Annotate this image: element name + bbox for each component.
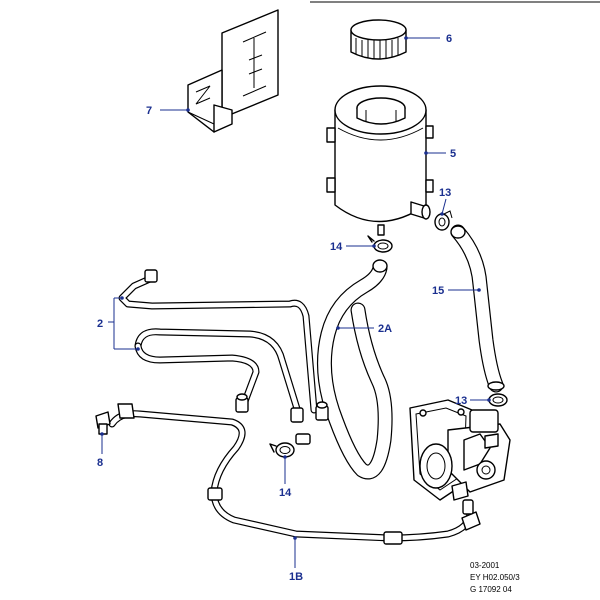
- callout-7: 7: [146, 105, 190, 117]
- hose-clip-lower-part[interactable]: [488, 393, 508, 407]
- banjo-bolt-part[interactable]: [95, 411, 111, 435]
- callout-13-upper: 13: [439, 187, 451, 216]
- hose-clip-14-upper-part[interactable]: [367, 235, 393, 253]
- svg-text:8: 8: [97, 457, 103, 469]
- reservoir-bracket-part[interactable]: [187, 9, 279, 133]
- svg-text:15: 15: [432, 285, 444, 297]
- svg-text:7: 7: [146, 105, 152, 117]
- callout-5: 5: [424, 148, 456, 160]
- svg-text:6: 6: [446, 33, 452, 45]
- svg-text:2: 2: [97, 318, 103, 330]
- svg-text:13: 13: [455, 395, 467, 407]
- reference-figure: G 17092 04: [470, 585, 512, 594]
- svg-text:14: 14: [330, 241, 343, 253]
- hose-clip-14-lower-part[interactable]: [269, 433, 311, 458]
- return-hose-part[interactable]: [450, 224, 505, 393]
- pressure-pipe-assembly-part[interactable]: [118, 269, 329, 423]
- supply-hose-part[interactable]: [316, 259, 393, 480]
- power-steering-pump-part[interactable]: [409, 399, 511, 501]
- svg-text:13: 13: [439, 187, 451, 199]
- svg-text:5: 5: [450, 148, 456, 160]
- high-pressure-hose-part[interactable]: [108, 403, 481, 545]
- callout-2A: 2A: [336, 323, 392, 335]
- callout-1B: 1B: [289, 536, 303, 583]
- callout-13-lower: 13: [455, 395, 491, 407]
- svg-text:1B: 1B: [289, 571, 303, 583]
- callout-14-upper: 14: [330, 241, 376, 253]
- callout-15: 15: [432, 285, 481, 297]
- svg-text:2A: 2A: [378, 323, 392, 335]
- hose-clip-upper-part[interactable]: [434, 210, 453, 231]
- callout-8: 8: [97, 432, 104, 469]
- reference-code: EY H02.050/3: [470, 573, 520, 582]
- callout-6: 6: [404, 33, 452, 45]
- reservoir-cap-part[interactable]: [350, 19, 407, 60]
- figure-reference: 03-2001 EY H02.050/3 G 17092 04: [470, 561, 520, 594]
- reference-date: 03-2001: [470, 561, 500, 570]
- svg-text:14: 14: [279, 487, 292, 499]
- callout-2: 2: [97, 296, 140, 351]
- fluid-reservoir-part[interactable]: [326, 85, 434, 236]
- callout-14-lower: 14: [279, 455, 292, 499]
